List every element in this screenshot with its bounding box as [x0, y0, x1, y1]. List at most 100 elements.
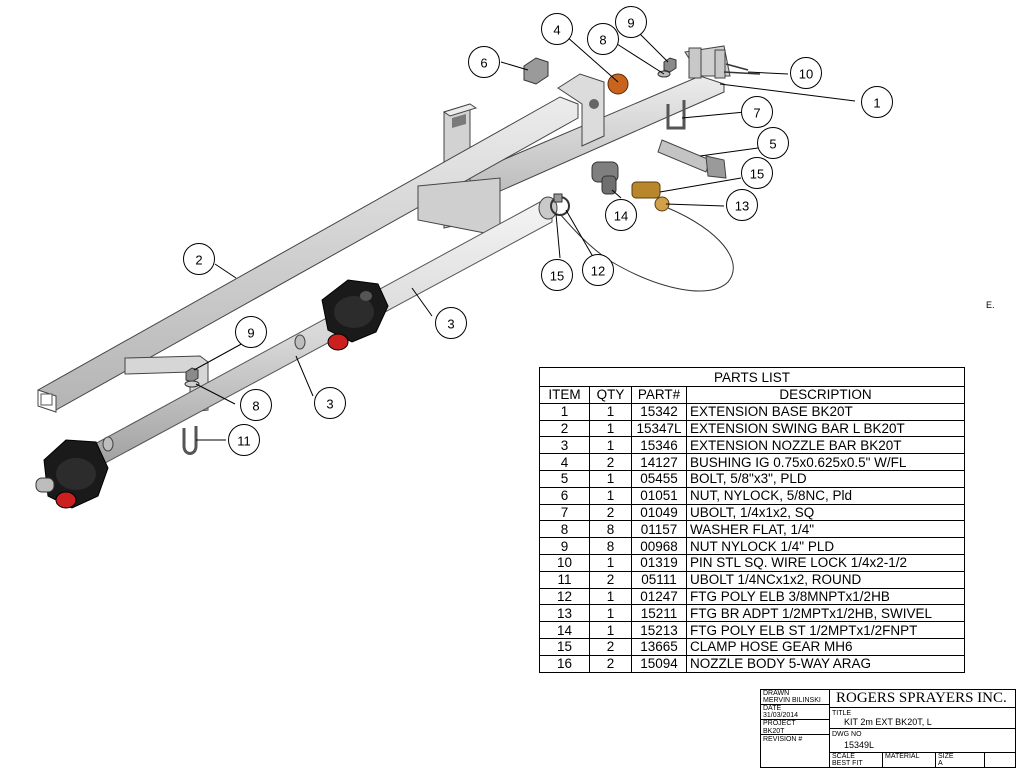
- item-cell: 9: [539, 537, 590, 555]
- balloon-circle: [468, 46, 500, 78]
- leader-lines: [193, 33, 856, 441]
- balloon-circle: [314, 387, 346, 419]
- column-header-description: DESCRIPTION: [686, 386, 965, 404]
- drawn-label: DRAWN: [763, 690, 790, 697]
- item-cell: 6: [539, 486, 590, 505]
- balloon-circle: [741, 96, 773, 128]
- ubolt-round: [182, 426, 198, 455]
- balloon-circle: [541, 259, 573, 291]
- part-number-cell: 01319: [631, 553, 687, 572]
- item-cell: 2: [539, 419, 590, 438]
- part-number-cell: 05111: [631, 570, 687, 589]
- qty-cell: 1: [589, 621, 632, 639]
- item-cell: 16: [539, 654, 590, 673]
- balloon-item-6: 6: [468, 46, 500, 78]
- description-cell: BOLT, 5/8"x3", PLD: [686, 469, 965, 488]
- part-number-cell: 15347L: [631, 419, 687, 438]
- balloon-item-5: 5: [757, 127, 789, 159]
- poly-elbow: [591, 161, 619, 195]
- project-label: PROJECT: [763, 720, 796, 727]
- ubolt-square: [666, 100, 686, 130]
- wire-lock-pin: [723, 63, 761, 75]
- item-cell: 12: [539, 587, 590, 606]
- description-cell: UBOLT, 1/4x1x2, SQ: [686, 503, 965, 522]
- balloon-item-3: 3: [314, 387, 346, 419]
- item-cell: 10: [539, 553, 590, 572]
- qty-cell: 2: [589, 637, 632, 656]
- qty-cell: 1: [589, 486, 632, 505]
- item-cell: 14: [539, 621, 590, 639]
- balloon-item-15: 15: [541, 259, 573, 291]
- balloon-item-11: 11: [228, 424, 260, 456]
- washer-lower: [184, 380, 200, 388]
- balloon-circle: [741, 157, 773, 189]
- balloon-circle: [582, 254, 614, 286]
- title-block: DRAWN MERVIN BILINSKI DATE 31/03/2014 PR…: [760, 689, 1016, 768]
- column-header-item: ITEM: [539, 386, 590, 404]
- title-label: TITLE: [832, 710, 852, 717]
- part-number-cell: 13665: [631, 637, 687, 656]
- balloon-circle: [861, 86, 893, 118]
- hose: [559, 207, 734, 292]
- balloon-label: 2: [195, 253, 202, 268]
- parts-list-title: PARTS LIST: [539, 367, 965, 387]
- balloon-label: 11: [237, 434, 251, 449]
- balloon-circle: [605, 199, 637, 231]
- balloon-item-2: 2: [183, 243, 215, 275]
- part-number-cell: 05455: [631, 469, 687, 488]
- balloon-label: 5: [769, 137, 776, 152]
- item-cell: 15: [539, 637, 590, 656]
- balloon-item-8: 8: [587, 23, 619, 55]
- part-number-cell: 15342: [631, 402, 687, 421]
- description-cell: FTG BR ADPT 1/2MPTx1/2HB, SWIVEL: [686, 604, 965, 623]
- company-name: ROGERS SPRAYERS INC.: [836, 690, 1007, 706]
- cross-bracket: [124, 177, 501, 413]
- description-cell: FTG POLY ELB 3/8MNPTx1/2HB: [686, 587, 965, 606]
- balloon-circle: [228, 424, 260, 456]
- balloon-label: 1: [873, 96, 880, 111]
- balloon-circle: [790, 57, 822, 89]
- balloon-circle: [615, 6, 647, 38]
- balloon-item-15: 15: [741, 157, 773, 189]
- balloon-label: 9: [247, 326, 254, 341]
- balloon-item-3: 3: [435, 307, 467, 339]
- description-cell: NUT, NYLOCK, 5/8NC, Pld: [686, 486, 965, 505]
- description-cell: PIN STL SQ. WIRE LOCK 1/4x2-1/2: [686, 553, 965, 572]
- bolt: [657, 139, 727, 179]
- part-number-cell: 01049: [631, 503, 687, 522]
- item-cell: 7: [539, 503, 590, 522]
- item-cell: 8: [539, 520, 590, 539]
- item-cell: 11: [539, 570, 590, 589]
- date-label: DATE: [763, 705, 782, 712]
- part-number-cell: 15346: [631, 436, 687, 455]
- qty-cell: 2: [589, 503, 632, 522]
- nozzle-body-upper: [321, 279, 389, 351]
- qty-cell: 2: [589, 453, 632, 471]
- size-value: A: [938, 760, 943, 767]
- drawn-value: MERVIN BILINSKI: [763, 697, 821, 704]
- nut-large: [523, 57, 549, 85]
- date-value: 31/03/2014: [763, 712, 799, 719]
- description-cell: NOZZLE BODY 5-WAY ARAG: [686, 654, 965, 673]
- balloon-label: 8: [599, 33, 606, 48]
- balloon-item-10: 10: [790, 57, 822, 89]
- balloon-circle: [435, 307, 467, 339]
- description-cell: EXTENSION SWING BAR L BK20T: [686, 419, 965, 438]
- item-cell: 1: [539, 402, 590, 421]
- nozzle-body-lower: [35, 439, 109, 509]
- part-number-cell: 15213: [631, 621, 687, 639]
